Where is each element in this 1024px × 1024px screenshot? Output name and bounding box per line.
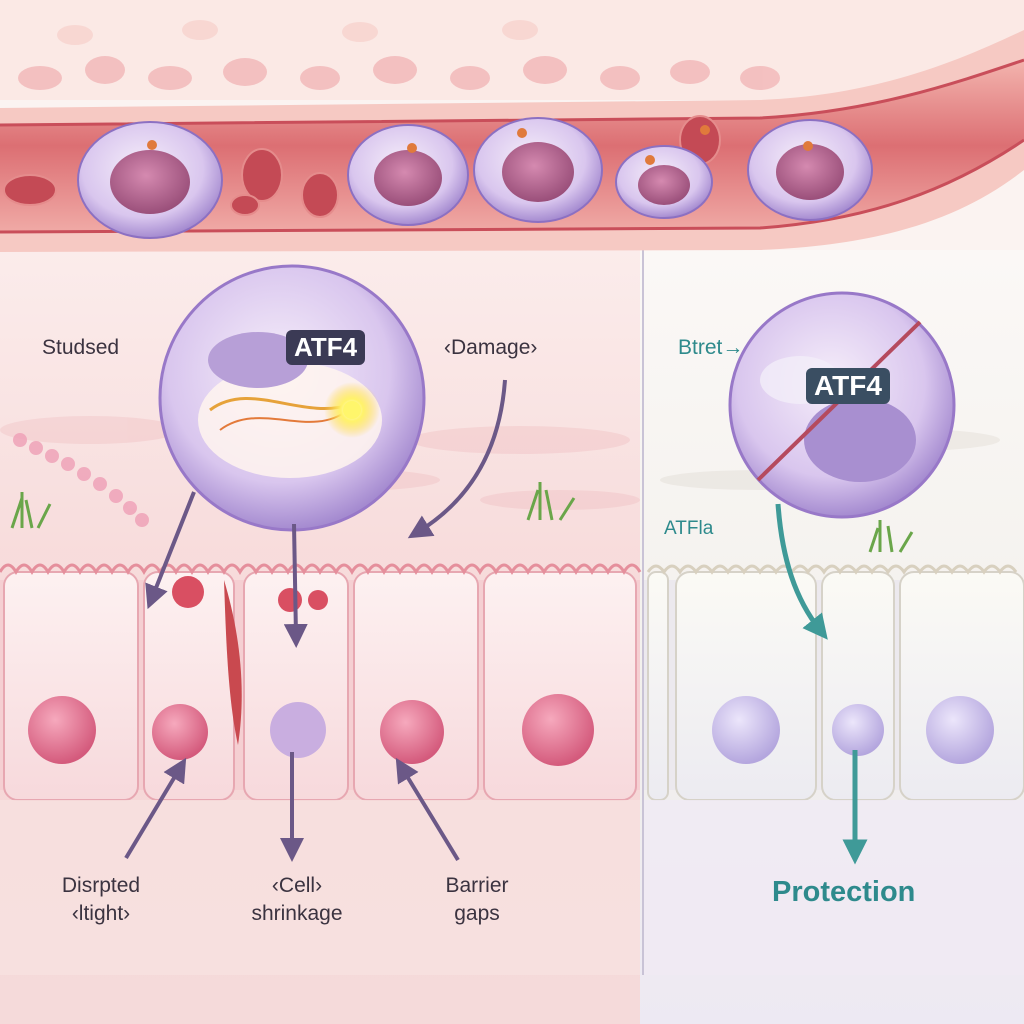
protected-cell-magnified	[728, 291, 956, 519]
red-blood-cells	[3, 115, 721, 218]
cell-line-1: ‹Cell›	[271, 874, 323, 897]
stressed-epithelium	[0, 563, 642, 801]
barrier-line-2: gaps	[454, 902, 500, 925]
stressed-arrows	[124, 379, 507, 862]
stressed-cell-magnified	[158, 264, 426, 532]
blood-cells-row	[18, 56, 780, 90]
barrier-line-1: Barrier	[445, 874, 509, 897]
atf4-badge-stressed: ATF4	[286, 330, 366, 365]
cell-line-2: shrinkage	[251, 902, 343, 925]
label-stressed: Studsed	[42, 336, 120, 359]
grass-tufts	[10, 482, 914, 553]
label-stress-protected: Btret→	[678, 336, 744, 359]
atf4-badge-protected: ATF4	[806, 368, 890, 404]
disrupted-line-2: ‹ltight›	[71, 902, 131, 925]
label-barrier-gaps: Barrier gaps	[412, 872, 542, 928]
label-disrupted-tight: Disrpted ‹ltight›	[36, 872, 166, 928]
leukocytes	[77, 117, 873, 239]
disrupted-line-1: Disrpted	[61, 874, 141, 897]
label-atfla: ATFla	[664, 518, 714, 539]
label-protection: Protection	[772, 876, 916, 908]
label-cell-shrinkage: ‹Cell› shrinkage	[232, 872, 362, 928]
protection-arrows	[775, 503, 868, 865]
protected-epithelium	[644, 564, 1024, 801]
label-damage: ‹Damage›	[444, 336, 538, 359]
